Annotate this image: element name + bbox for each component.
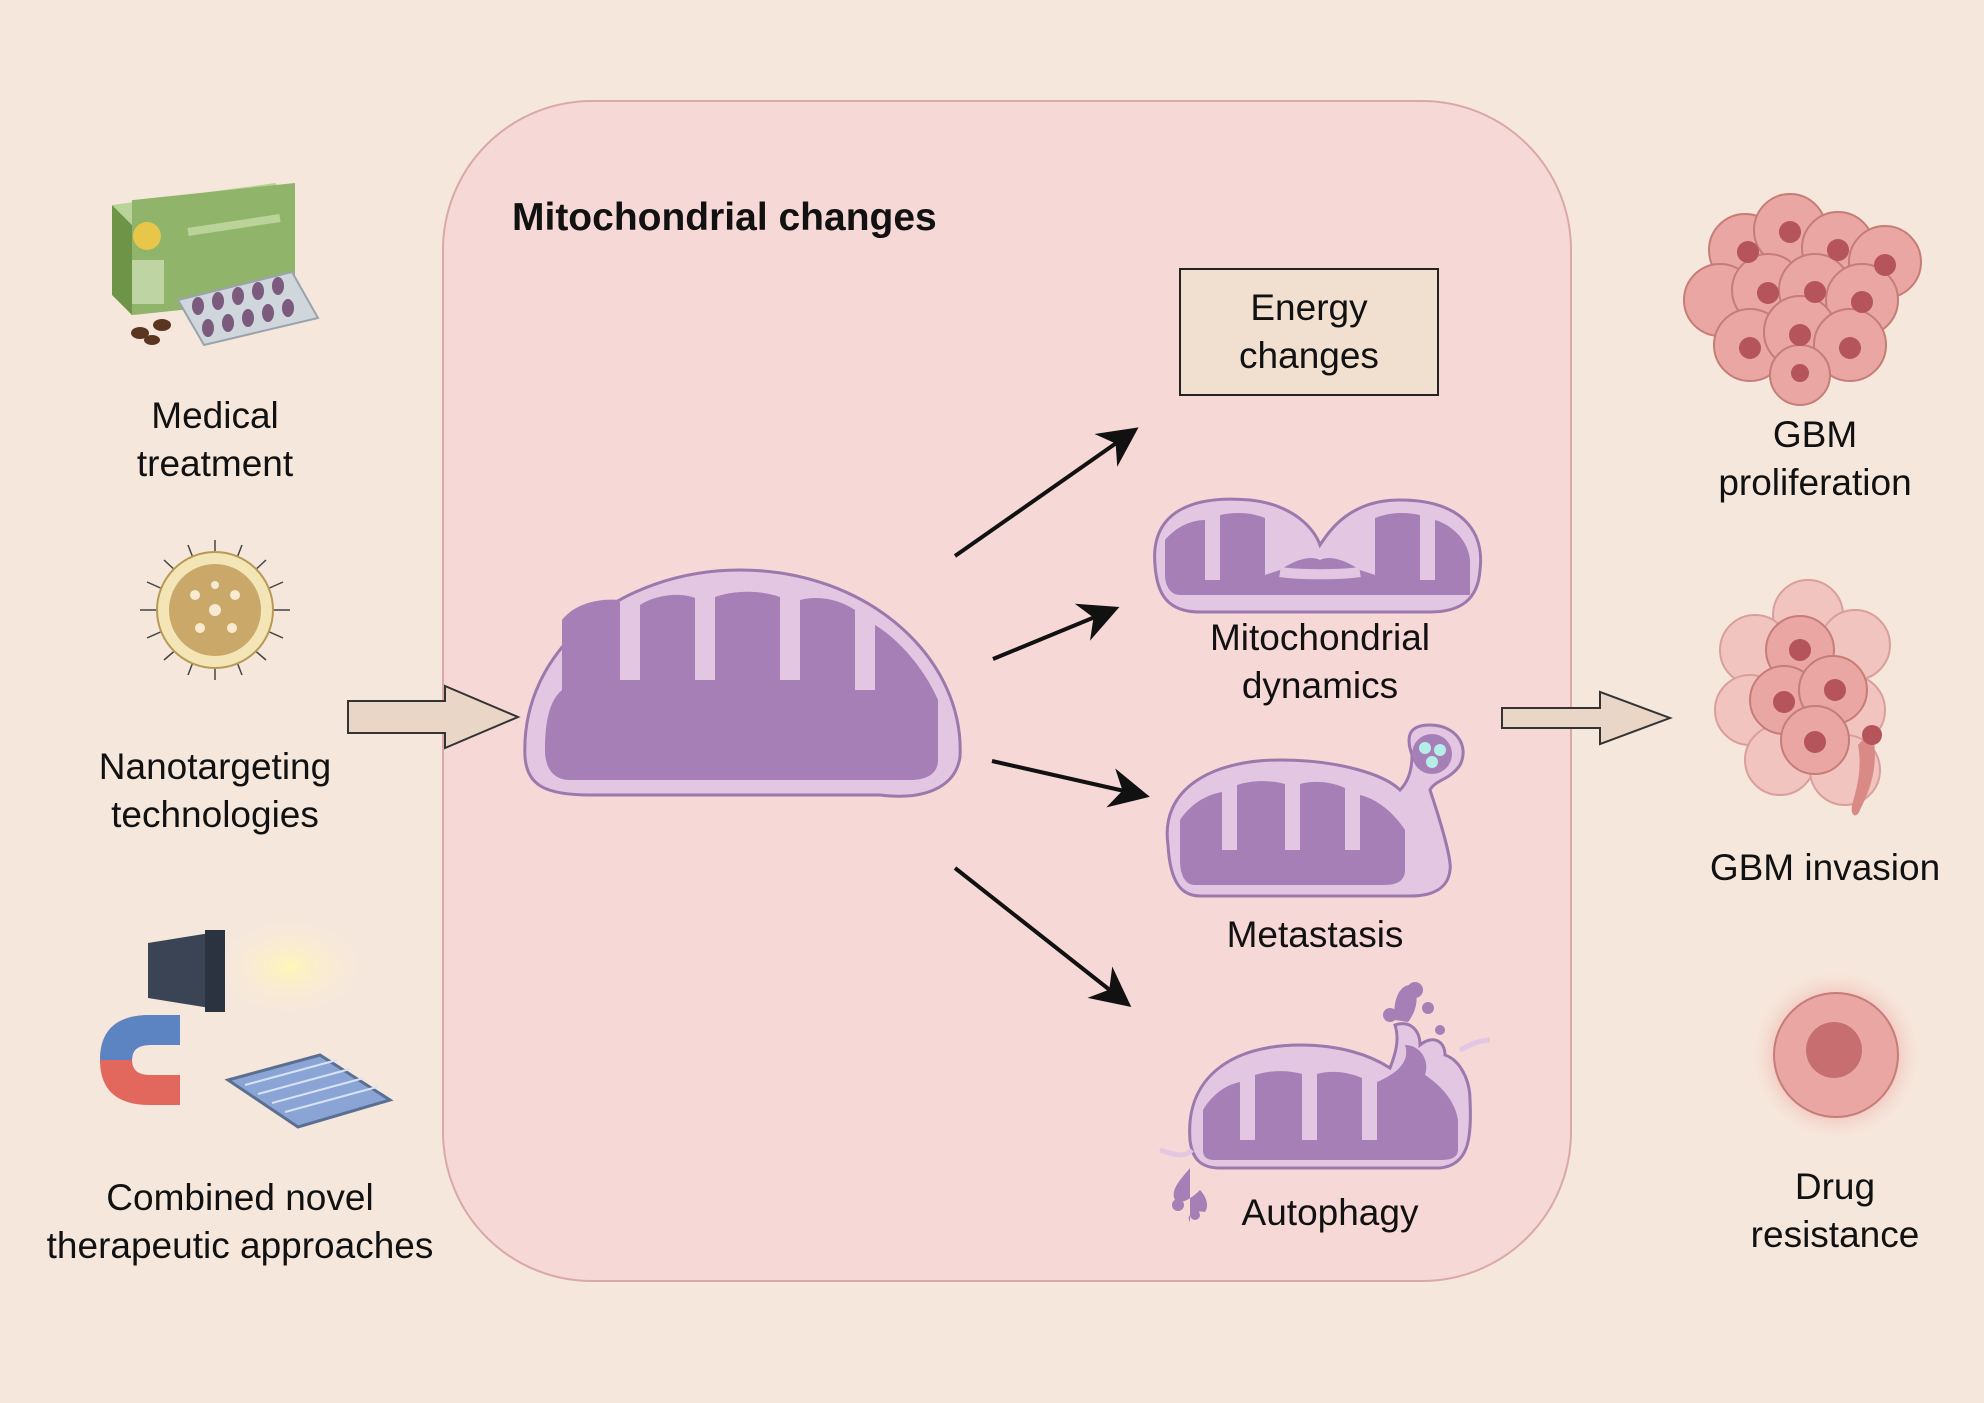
- arrow-to-energy: [953, 427, 1139, 558]
- label-mitochondrial-dynamics: Mitochondrial dynamics: [1209, 617, 1431, 706]
- label-metastasis: Metastasis: [1226, 914, 1404, 955]
- resistant-cell-icon: [1748, 967, 1924, 1143]
- arrow-to-metastasis: [991, 759, 1150, 808]
- label-gbm-invasion: GBM invasion: [1709, 847, 1941, 888]
- pill-box-icon: [112, 182, 320, 347]
- energy-changes-box: Energy changes: [1179, 268, 1439, 396]
- input-block-arrow: [347, 684, 521, 750]
- arrow-to-dynamics: [992, 603, 1120, 661]
- label-nanotargeting: Nanotargeting technologies: [98, 746, 332, 835]
- nanoparticle-icon: [140, 540, 290, 680]
- branch-arrows: [953, 427, 1150, 1007]
- label-drug-resistance: Drug resistance: [1750, 1166, 1920, 1255]
- label-combined-approaches: Combined novel therapeutic approaches: [46, 1177, 434, 1266]
- panel-title: Mitochondrial changes: [512, 196, 937, 239]
- output-block-arrow: [1501, 690, 1673, 746]
- metastasis-mitochondrion-icon: [1165, 723, 1465, 898]
- label-gbm-proliferation: GBM proliferation: [1718, 414, 1912, 503]
- arrow-to-autophagy: [953, 866, 1132, 1007]
- label-medical-treatment: Medical treatment: [136, 395, 294, 484]
- dividing-mitochondrion-icon: [1153, 497, 1483, 614]
- tumor-cluster-icon: [1683, 193, 1922, 406]
- label-autophagy: Autophagy: [1241, 1192, 1419, 1233]
- central-mitochondrion: [523, 568, 962, 798]
- invading-cells-icon: [1714, 579, 1891, 816]
- autophagy-mitochondrion-icon: [1159, 982, 1491, 1222]
- light-magnet-solar-icon: [100, 915, 394, 1129]
